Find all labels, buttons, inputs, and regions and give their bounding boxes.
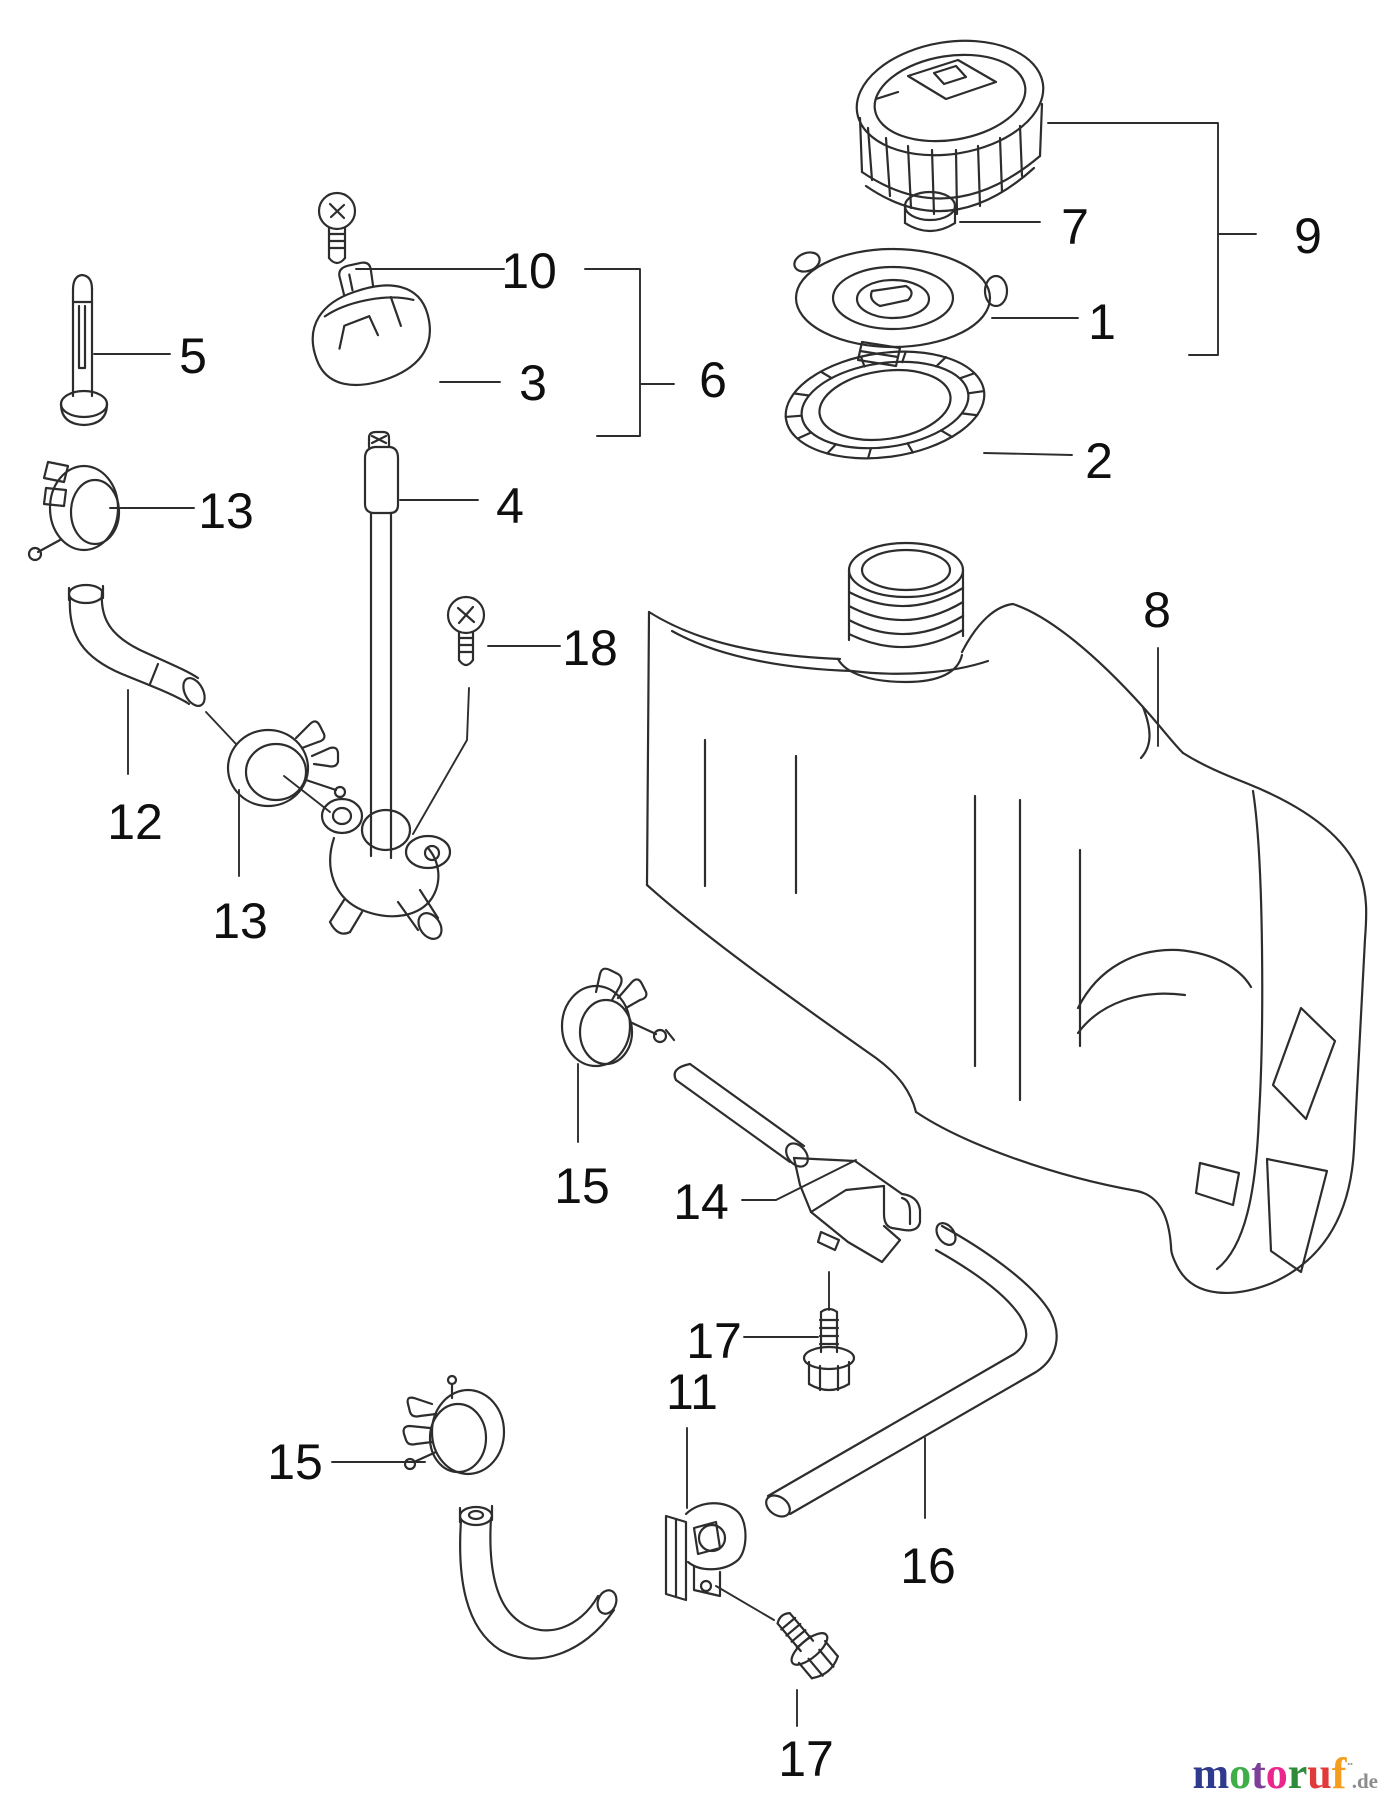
callout-label-17b-flange-bolt-lower: 17 <box>778 1731 834 1787</box>
callout-label-11-fuel-filter-holder: 11 <box>666 1364 718 1420</box>
callout-label-18-mount-screw: 18 <box>562 620 618 676</box>
hose-clamp-lower <box>226 720 347 808</box>
callout-label-5-vent-pipe: 5 <box>179 328 207 384</box>
callout-label-10-valve-screw: 10 <box>501 243 557 299</box>
watermark-suffix: .de <box>1351 1769 1378 1793</box>
pointer-18 <box>412 687 470 835</box>
valve-screw <box>317 191 357 265</box>
callout-label-4-pickup-tube: 4 <box>496 478 524 534</box>
callout-label-13a-hose-clamp-upper: 13 <box>198 483 254 539</box>
fuel-hose <box>765 1222 1058 1518</box>
watermark-letter: o <box>1265 1749 1288 1798</box>
callout-label-13b-hose-clamp-lower: 13 <box>212 893 268 949</box>
watermark-logo[interactable]: motoruf˙˙.de <box>1192 1752 1378 1796</box>
fuel-tank <box>645 541 1368 1294</box>
callout-label-16-fuel-hose: 16 <box>900 1538 956 1594</box>
callout-label-1-cap-inner-gasket: 1 <box>1088 294 1116 350</box>
leader-14 <box>741 1159 857 1201</box>
elbow-hose <box>67 583 206 708</box>
flange-bolt-upper <box>802 1307 856 1392</box>
watermark-letter: f <box>1331 1749 1347 1798</box>
pointer-17b <box>715 1585 775 1621</box>
mount-screw <box>446 595 486 667</box>
fuel-valve-knob <box>311 261 431 386</box>
filler-neck-toothed-ring <box>784 350 986 460</box>
cap-insert <box>903 190 957 233</box>
leader-2 <box>983 452 1073 456</box>
leader-lines <box>93 122 1257 1727</box>
bracket-6 <box>584 268 641 437</box>
pickup-tube <box>363 430 400 860</box>
watermark-letter: m <box>1192 1749 1230 1798</box>
watermark-tm-icon: ˙˙ <box>1346 1761 1353 1777</box>
watermark-letter: u <box>1307 1749 1332 1798</box>
fuel-hose-clamp-upper <box>560 967 676 1068</box>
fuel-filter-holder <box>664 1502 747 1602</box>
callout-label-9-fuel-cap-assembly-group: 9 <box>1294 208 1322 264</box>
pointer-13b <box>283 775 331 813</box>
short-tube <box>673 1062 809 1168</box>
fuel-hose-clamp-lower <box>402 1374 506 1476</box>
watermark-letter: t <box>1251 1749 1266 1798</box>
flange-bolt-lower <box>776 1612 839 1680</box>
hose-bracket <box>792 1156 922 1264</box>
fuel-valve-body <box>320 797 452 940</box>
watermark-word: motoruf <box>1192 1749 1346 1798</box>
callout-label-15a-fuel-hose-clamp-upper: 15 <box>554 1158 610 1214</box>
callout-label-17a-flange-bolt-upper: 17 <box>686 1313 742 1369</box>
hose-clamp-upper <box>27 460 121 562</box>
j-hose <box>458 1504 618 1660</box>
callout-label-15b-fuel-hose-clamp-lower: 15 <box>267 1434 323 1490</box>
callout-label-12-elbow-hose: 12 <box>107 794 163 850</box>
vent-pipe <box>59 273 109 427</box>
callout-label-2-filler-neck-toothed-ring: 2 <box>1085 433 1113 489</box>
callout-label-6-valve-assembly-group: 6 <box>699 352 727 408</box>
watermark-letter: r <box>1287 1749 1308 1798</box>
callout-label-14-hose-bracket: 14 <box>673 1174 729 1230</box>
bracket-9 <box>1047 122 1219 356</box>
cap-inner-gasket <box>793 247 1009 368</box>
pointer-12 <box>205 711 237 745</box>
callout-label-7-cap-insert: 7 <box>1061 199 1089 255</box>
watermark-letter: o <box>1229 1749 1252 1798</box>
callout-label-3-fuel-valve-knob: 3 <box>519 355 547 411</box>
callout-label-8-fuel-tank: 8 <box>1143 582 1171 638</box>
fuel-cap <box>855 39 1045 216</box>
